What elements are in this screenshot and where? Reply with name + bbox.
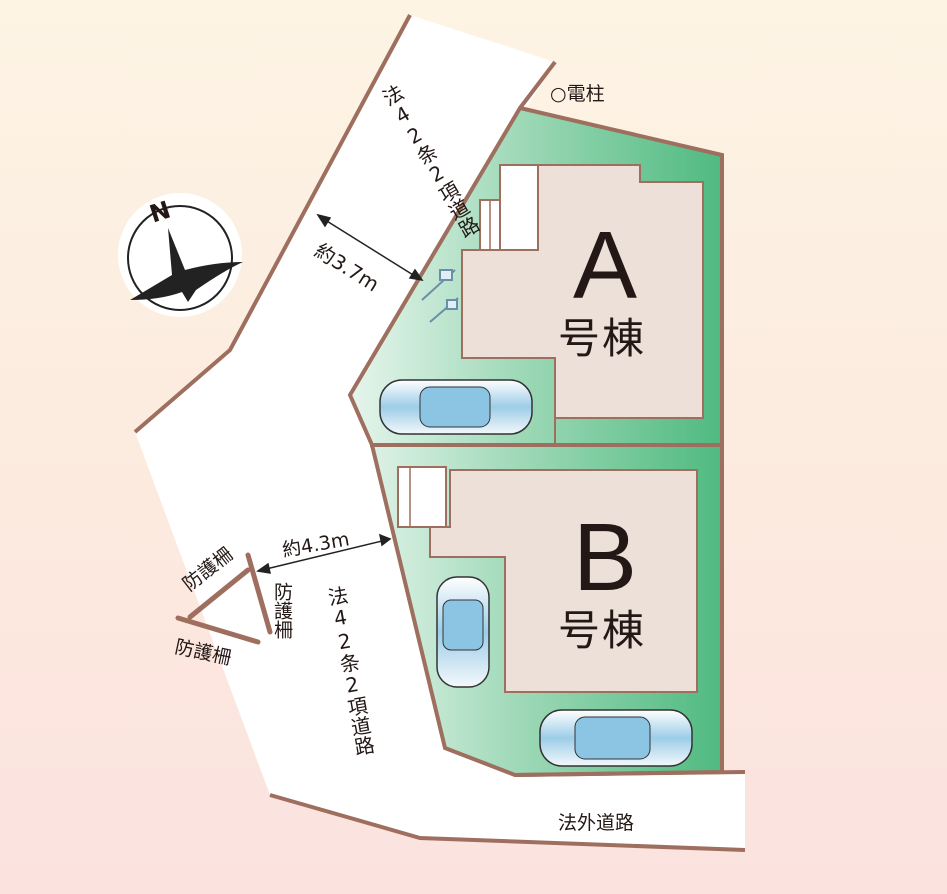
car-icon — [379, 379, 533, 435]
south-road-label: 法外道路 — [558, 812, 635, 834]
car-icon — [436, 576, 490, 688]
north-road — [135, 15, 745, 850]
guard-fence-label-2: 防護柵 — [271, 582, 293, 639]
utility-pole-label: ○電柱 — [550, 83, 605, 105]
lot-a-letter: A — [573, 212, 638, 319]
width-arrow — [256, 213, 424, 574]
road-boundary-south — [269, 793, 746, 852]
lot-b-letter: B — [573, 504, 638, 611]
lot-a-suffix: 号棟 — [558, 314, 647, 363]
compass-icon — [118, 193, 243, 317]
road-boundary-west — [133, 14, 412, 434]
guard-fence — [175, 552, 273, 645]
road-boundary-north — [518, 60, 557, 110]
car-icon — [539, 709, 693, 767]
bicycle-icon — [421, 269, 459, 323]
lot-b-suffix: 号棟 — [558, 606, 647, 655]
